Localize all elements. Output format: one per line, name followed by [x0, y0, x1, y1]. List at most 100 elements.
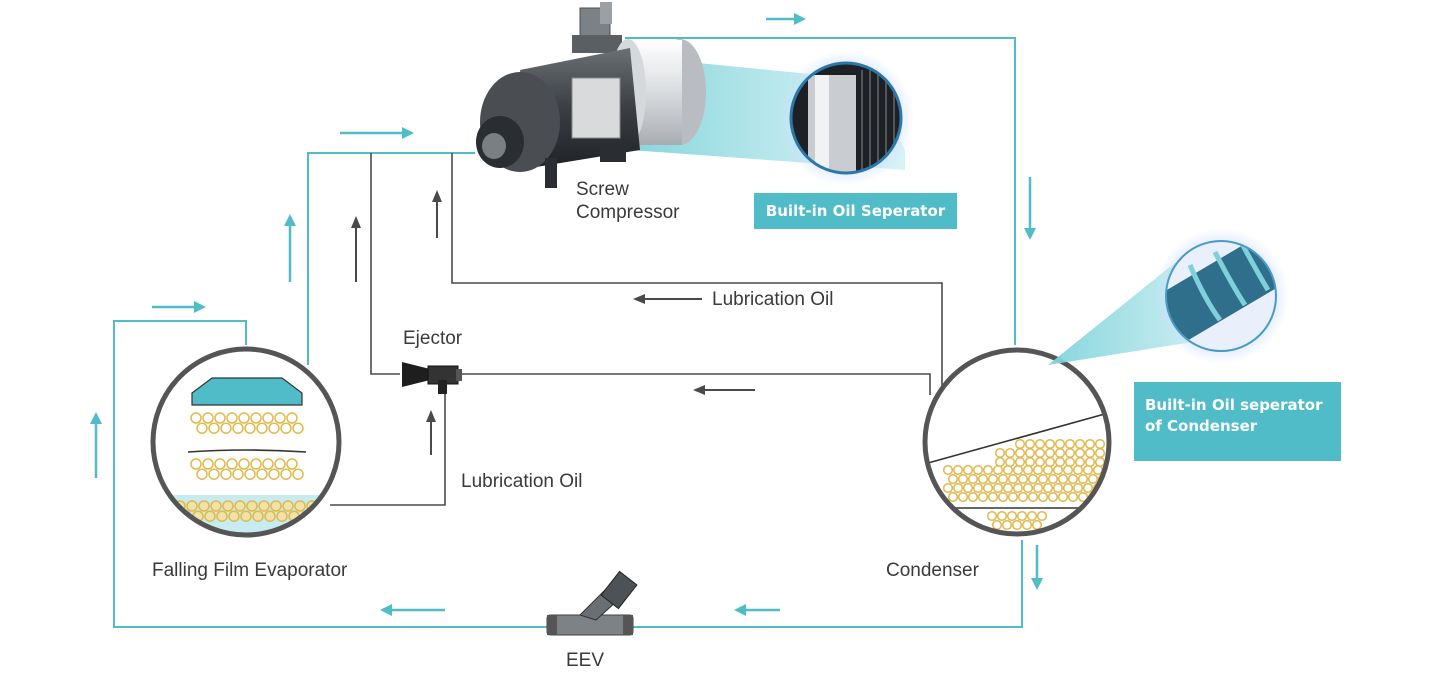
tube	[282, 500, 294, 512]
tube	[1077, 473, 1089, 485]
tube	[1021, 519, 1033, 531]
tube	[252, 510, 264, 522]
tube	[220, 422, 232, 434]
tube	[1034, 456, 1046, 468]
tube	[1097, 491, 1109, 503]
tube	[190, 412, 202, 424]
tube	[1052, 482, 1064, 494]
arrow-down-discharge	[1024, 177, 1036, 240]
tube	[1084, 456, 1096, 468]
arrow-up-left	[90, 412, 102, 478]
tube	[1006, 510, 1018, 522]
tube	[952, 482, 964, 494]
tube	[1064, 456, 1076, 468]
tube	[256, 468, 268, 480]
tube	[214, 412, 226, 424]
tube	[1062, 482, 1074, 494]
tube	[262, 412, 274, 424]
tube	[1072, 482, 1084, 494]
flow-arrows-oil	[351, 190, 755, 455]
tube	[1047, 473, 1059, 485]
tube	[947, 491, 959, 503]
tube	[967, 491, 979, 503]
tube	[286, 412, 298, 424]
tube	[977, 491, 989, 503]
arrow-up-suction	[284, 214, 296, 282]
tube	[202, 412, 214, 424]
arrow-right-evap-top	[152, 301, 206, 313]
condenser-tube-bundle	[942, 438, 1109, 503]
tube	[982, 464, 994, 476]
discharge-line	[625, 37, 1016, 345]
tube	[238, 458, 250, 470]
tube	[274, 412, 286, 424]
tube	[1016, 510, 1028, 522]
tube	[1054, 456, 1066, 468]
tube	[292, 422, 304, 434]
tube	[1027, 473, 1039, 485]
arrow-down-condenser	[1031, 545, 1043, 590]
tube-bundle-upper	[190, 412, 304, 434]
tube	[244, 468, 256, 480]
tube	[1001, 519, 1013, 531]
arrow-left-oil-top	[633, 294, 702, 304]
tube	[318, 500, 330, 512]
tube-bundle-lower	[190, 458, 304, 480]
tube	[957, 491, 969, 503]
condenser	[922, 347, 1112, 537]
tube	[1002, 482, 1014, 494]
tube	[196, 422, 208, 434]
condenser-oil-separator-zoom	[1048, 228, 1289, 365]
tube	[232, 422, 244, 434]
lubrication-oil-label-top: Lubrication Oil	[712, 289, 834, 310]
tube	[270, 500, 282, 512]
lubrication-oil-label-bottom: Lubrication Oil	[461, 471, 583, 492]
tube	[1067, 491, 1079, 503]
arrow-right-suction	[340, 127, 414, 139]
oil-ejector-line	[462, 373, 931, 395]
tube	[952, 464, 964, 476]
compressor-oil-separator-zoom	[778, 50, 914, 186]
refrigerant-lines	[113, 37, 1023, 628]
tube	[264, 510, 276, 522]
tube	[162, 500, 174, 512]
compressor-label: Screw Compressor	[576, 179, 680, 223]
tube	[1032, 482, 1044, 494]
tube	[220, 468, 232, 480]
tube	[1037, 473, 1049, 485]
oil-return-to-compressor	[451, 153, 943, 440]
tube	[280, 422, 292, 434]
ejector-label: Ejector	[403, 328, 463, 349]
eev-label: EEV	[566, 650, 605, 671]
tube	[1022, 482, 1034, 494]
tube	[238, 412, 250, 424]
tube	[312, 510, 324, 522]
tube	[256, 422, 268, 434]
tube	[276, 510, 288, 522]
tube	[186, 500, 198, 512]
tube	[987, 491, 999, 503]
arrow-right-top	[766, 13, 806, 25]
suction-line	[307, 152, 475, 365]
tube	[234, 500, 246, 512]
arrow-up-oil-2	[432, 190, 442, 238]
oil-lines	[330, 153, 943, 506]
tube	[274, 458, 286, 470]
tube	[280, 468, 292, 480]
condenser-label: Condenser	[886, 560, 979, 581]
tube	[1007, 491, 1019, 503]
tube	[268, 468, 280, 480]
liquid-line	[113, 320, 1023, 628]
tube	[962, 464, 974, 476]
tube	[292, 468, 304, 480]
tube	[942, 482, 954, 494]
tube	[1024, 456, 1036, 468]
tube	[226, 458, 238, 470]
tube	[216, 510, 228, 522]
tube	[204, 510, 216, 522]
tube	[987, 473, 999, 485]
distributor	[191, 377, 303, 406]
tube	[262, 458, 274, 470]
tube	[942, 464, 954, 476]
tube	[972, 464, 984, 476]
